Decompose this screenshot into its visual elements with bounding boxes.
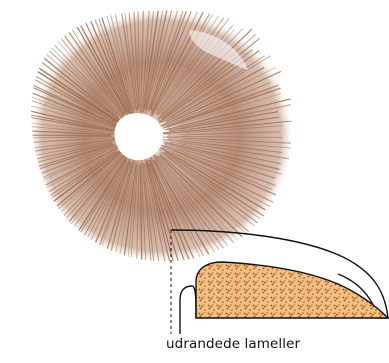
gill-fill (196, 262, 388, 318)
diagram-caption: udrandede lameller (166, 336, 300, 352)
stem-outline (180, 286, 196, 334)
spore-print-image (0, 0, 299, 291)
spore-print-center (115, 113, 163, 160)
